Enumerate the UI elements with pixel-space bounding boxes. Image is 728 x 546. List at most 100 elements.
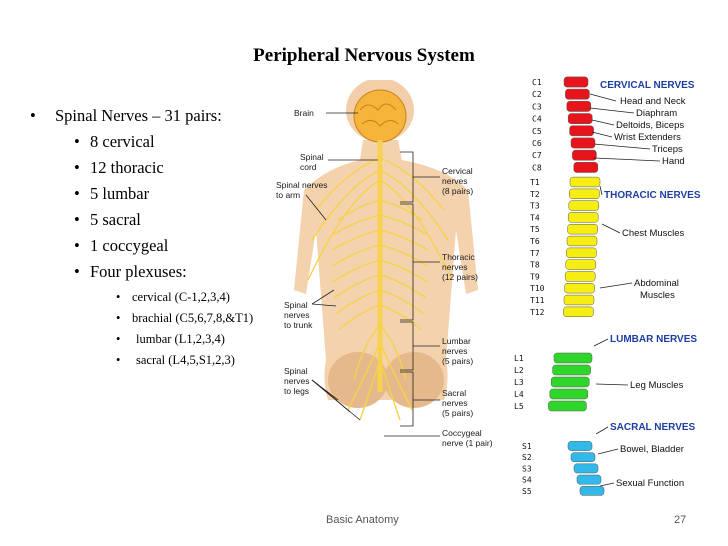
- slide-title: Peripheral Nervous System: [253, 45, 475, 66]
- vertebra: [564, 271, 596, 282]
- function-label: Chest Muscles: [622, 228, 685, 239]
- vertebra: [573, 463, 599, 474]
- level-label: T9: [530, 272, 540, 281]
- vertebra: [552, 364, 591, 376]
- page-number: 27: [674, 514, 687, 526]
- level-label: S5: [522, 487, 532, 496]
- pointer-line: [597, 448, 619, 455]
- vertebra: [579, 485, 605, 496]
- level-label: T6: [530, 237, 540, 246]
- vertebra: [564, 283, 595, 294]
- pointer-line: [595, 426, 609, 435]
- pointer-line: [593, 157, 661, 162]
- level-label: S1: [522, 442, 532, 451]
- lumbar-heading: LUMBAR NERVES: [610, 334, 697, 345]
- level-label: L5: [514, 402, 524, 411]
- vertebra: [563, 294, 595, 306]
- level-label: C1: [532, 78, 542, 87]
- level-label: L2: [514, 366, 524, 375]
- vertebra: [567, 212, 599, 223]
- vertebra: [569, 176, 601, 188]
- pointer-lines: [589, 93, 661, 487]
- function-label: Sexual Function: [616, 478, 684, 489]
- vertebrae-column: [548, 76, 605, 496]
- vertebra: [573, 162, 599, 173]
- vertebra: [567, 224, 598, 235]
- vertebra: [565, 259, 597, 270]
- vertebra: [567, 113, 593, 124]
- level-label: T7: [530, 249, 540, 258]
- vertebra: [570, 452, 596, 463]
- level-label: C3: [532, 102, 542, 111]
- leader-lines: [305, 112, 440, 437]
- pointer-line: [589, 93, 617, 102]
- thoracic-heading: THORACIC NERVES: [604, 190, 701, 201]
- pointer-line: [591, 119, 615, 126]
- level-label: T5: [530, 225, 540, 234]
- vertebra: [550, 376, 590, 388]
- pointer-line: [601, 223, 621, 234]
- vertebra: [576, 474, 602, 485]
- level-label: T8: [530, 261, 540, 270]
- level-label: S3: [522, 464, 532, 473]
- vertebra: [548, 400, 587, 412]
- vertebra: [549, 388, 589, 400]
- level-label: C4: [532, 115, 542, 124]
- footer-title: Basic Anatomy: [326, 514, 399, 526]
- level-label: T2: [530, 190, 540, 199]
- level-label: L3: [514, 378, 524, 387]
- pointer-line: [599, 185, 603, 196]
- vertebra: [566, 247, 597, 258]
- vertebra: [570, 137, 596, 149]
- cervical-heading: CERVICAL NERVES: [600, 80, 695, 91]
- pointer-line: [595, 383, 629, 386]
- function-label: Diaphram: [636, 108, 677, 119]
- vertebra: [569, 125, 594, 137]
- level-label: T10: [530, 284, 545, 293]
- vertebra: [565, 88, 590, 100]
- vertebra: [566, 101, 592, 112]
- function-label: Abdominal: [634, 278, 679, 289]
- vertebra: [569, 188, 600, 199]
- spinal-nerves: [307, 157, 453, 421]
- level-label: C2: [532, 90, 542, 99]
- level-label: L1: [514, 354, 524, 363]
- vertebra: [568, 200, 600, 211]
- bullet-main-text: Spinal Nerves – 31 pairs:: [55, 106, 222, 125]
- vertebra: [563, 76, 589, 88]
- function-label: Triceps: [652, 144, 683, 155]
- level-label: C5: [532, 127, 542, 136]
- level-label: C7: [532, 151, 542, 160]
- level-label: C6: [532, 139, 542, 148]
- function-label: Muscles: [640, 290, 675, 301]
- vertebra: [567, 441, 593, 451]
- brain-label: Brain: [294, 108, 314, 118]
- pointer-line: [593, 143, 651, 150]
- level-label: L4: [514, 390, 524, 399]
- vertebra: [563, 306, 594, 317]
- pointer-line: [599, 482, 615, 487]
- level-label: T4: [530, 213, 540, 222]
- level-label: T11: [530, 296, 545, 305]
- pointer-line: [593, 338, 609, 347]
- level-label: T1: [530, 178, 540, 187]
- function-label: Leg Muscles: [630, 380, 684, 391]
- function-label: Deltoids, Biceps: [616, 120, 684, 131]
- level-label: S2: [522, 453, 532, 462]
- vertebra: [566, 235, 598, 247]
- brain-icon: [353, 89, 407, 143]
- level-label: T3: [530, 202, 540, 211]
- vertebra: [553, 352, 593, 364]
- level-labels: C1C2C3C4C5C6C7C8T1T2T3T4T5T6T7T8T9T10T11…: [514, 78, 545, 496]
- function-label: Bowel, Bladder: [620, 444, 684, 455]
